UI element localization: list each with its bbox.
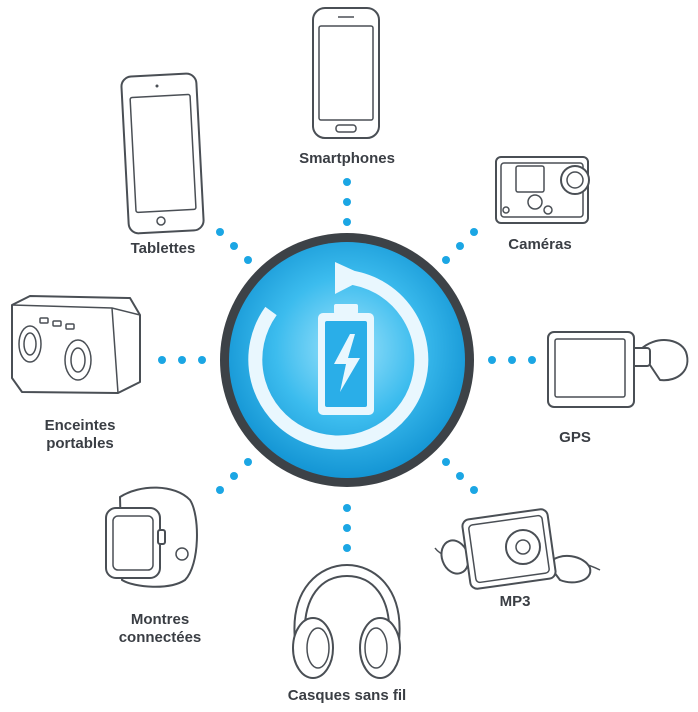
label-smartphones: Smartphones: [299, 150, 395, 167]
smartwatch-icon: [105, 486, 198, 588]
label-tablets: Tablettes: [130, 240, 196, 257]
wireless-charger: [220, 233, 474, 487]
connector-dots: [158, 178, 536, 552]
label-watches-line1: Montres: [130, 611, 190, 628]
mp3-player-icon: [434, 508, 601, 590]
label-headphones: Casques sans fil: [287, 687, 407, 704]
circular-arrow-icon: [248, 262, 429, 450]
tablet-icon: [120, 72, 205, 235]
label-cameras: Caméras: [508, 236, 572, 253]
charging-battery-icon: [318, 304, 374, 415]
label-watches-line2: connectées: [118, 629, 202, 646]
gps-navigator-icon: [547, 331, 689, 408]
label-watches: Montres connectées: [100, 611, 220, 647]
smartphone-icon: [312, 7, 380, 139]
headphones-icon: [292, 564, 401, 679]
label-gps: GPS: [559, 429, 591, 446]
label-speakers-line1: Enceintes: [44, 417, 116, 434]
label-mp3: MP3: [499, 593, 531, 610]
portable-speaker-icon: [11, 295, 141, 394]
action-camera-icon: [495, 156, 590, 224]
label-speakers-line2: portables: [46, 435, 114, 452]
label-speakers: Enceintes portables: [20, 417, 140, 453]
